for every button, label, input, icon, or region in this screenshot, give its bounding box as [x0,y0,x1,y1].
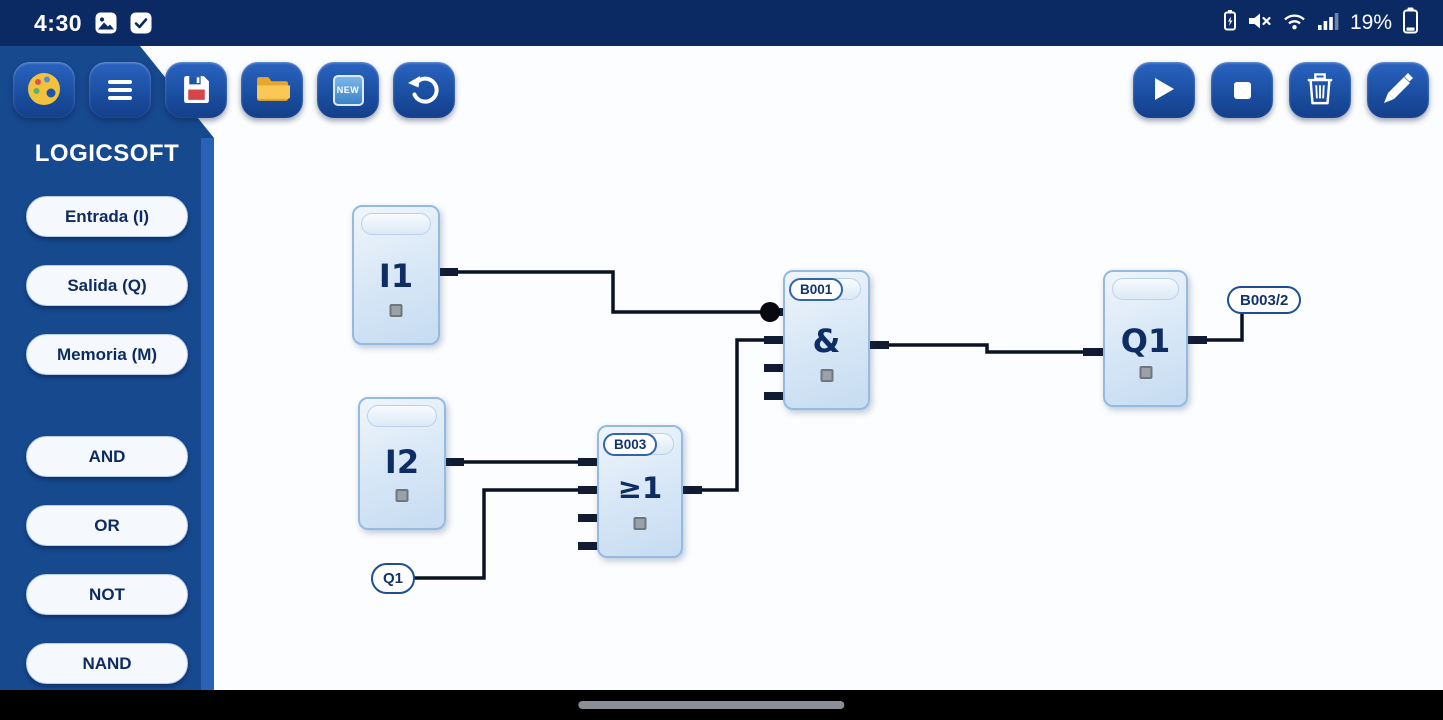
block-id-badge: B001 [789,278,844,301]
sidebar-gates-group: AND OR NOT NAND [0,436,214,684]
block-label: Q1 [1120,322,1171,360]
connector-label-b003-2[interactable]: B003/2 [1227,286,1302,314]
sidebar-item-memoria[interactable]: Memoria (M) [26,334,188,375]
mute-icon [1247,11,1272,36]
block-header [1112,278,1179,300]
sidebar-item-and[interactable]: AND [26,436,188,477]
new-file-button[interactable]: NEW [317,62,379,118]
wire-i1-to-b001 [455,270,779,314]
stop-button[interactable] [1211,62,1273,118]
sidebar-item-entrada[interactable]: Entrada (I) [26,196,188,237]
status-bar-right: 19% [1223,7,1443,39]
block-label: I1 [378,257,414,295]
sidebar-item-salida[interactable]: Salida (Q) [26,265,188,306]
android-nav-bar [0,690,1443,720]
play-icon [1152,76,1176,105]
block-label: & [812,322,841,360]
block-state-indicator [820,369,833,382]
delete-button[interactable] [1289,62,1351,118]
status-bar-left: 4:30 [0,10,152,37]
home-indicator[interactable] [577,701,844,709]
undo-icon [406,71,442,110]
open-file-button[interactable] [241,62,303,118]
logic-block-i1[interactable]: I1 [352,205,440,345]
stop-icon [1233,81,1251,99]
battery-icon [1402,7,1419,39]
wire-b003-to-b001 [687,338,778,492]
logic-block-b001-and[interactable]: B001 & [783,270,870,410]
block-state-indicator [395,489,409,502]
open-folder-icon [255,74,290,106]
block-header [361,213,431,235]
battery-percent: 19% [1349,11,1392,34]
signal-icon [1317,11,1340,36]
sidebar: LOGICSOFT Entrada (I) Salida (Q) Memoria… [0,46,214,690]
sidebar-item-not[interactable]: NOT [26,574,188,615]
wifi-icon [1282,11,1307,36]
wire-q1-to-ref [1195,314,1244,342]
trash-icon [1304,71,1336,110]
gallery-icon [95,12,117,34]
block-label: ≥1 [617,471,663,505]
pencil-icon [1380,71,1416,110]
edit-button[interactable] [1367,62,1429,118]
sidebar-item-or[interactable]: OR [26,505,188,546]
block-state-indicator [633,517,647,530]
block-id-badge: B003 [603,433,658,456]
palette-button[interactable] [13,62,75,118]
sidebar-item-nand[interactable]: NAND [26,643,188,684]
palette-icon [26,71,62,110]
sidebar-edge-strip [201,138,214,690]
block-header [367,405,437,427]
run-button[interactable] [1133,62,1195,118]
new-file-icon: NEW [332,74,364,106]
save-icon [181,73,212,107]
wire-b001-to-q1 [876,343,1096,354]
battery-saver-icon [1223,9,1237,37]
toolbar-left: NEW [13,62,455,118]
app-title: LOGICSOFT [34,140,180,167]
block-state-indicator [389,304,403,317]
checkbox-icon [130,12,152,34]
logic-block-q1[interactable]: Q1 [1103,270,1188,407]
block-label: I2 [384,443,420,481]
save-button[interactable] [165,62,227,118]
toolbar-right [1133,62,1429,118]
status-bar: 4:30 19% [0,0,1443,46]
logic-block-i2[interactable]: I2 [358,397,446,530]
clock: 4:30 [34,9,83,36]
wire-junction-dot [760,302,780,322]
undo-button[interactable] [393,62,455,118]
sidebar-io-group: Entrada (I) Salida (Q) Memoria (M) [0,196,214,375]
connector-label-q1[interactable]: Q1 [371,563,415,594]
menu-icon [108,80,132,100]
block-state-indicator [1139,366,1152,379]
menu-button[interactable] [89,62,151,118]
logic-block-b003-or[interactable]: B003 ≥1 [597,425,683,558]
